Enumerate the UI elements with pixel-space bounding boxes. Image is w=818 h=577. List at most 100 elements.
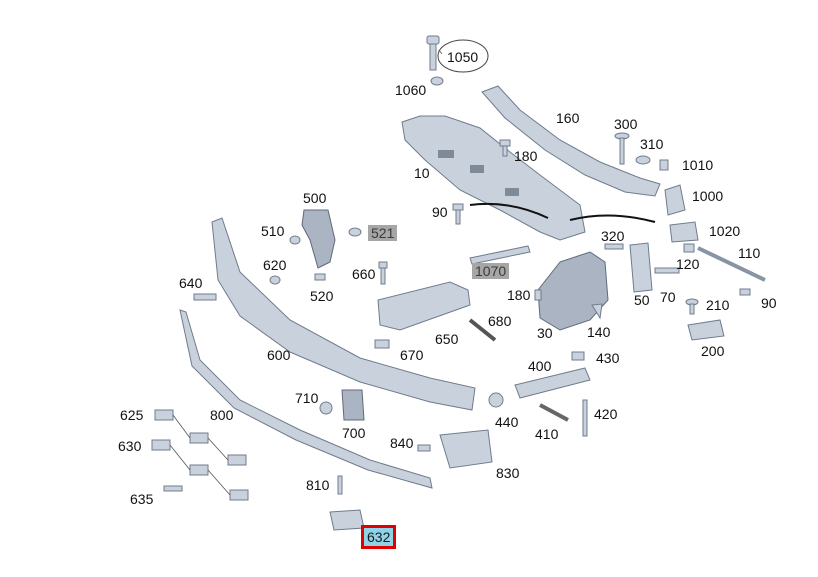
label-600[interactable]: 600 — [267, 347, 291, 363]
part-680-bolt — [468, 318, 497, 342]
arrow-right — [569, 214, 656, 223]
label-310[interactable]: 310 — [640, 136, 664, 152]
part-620-nut — [269, 275, 281, 285]
label-120[interactable]: 120 — [676, 256, 700, 272]
label-1010[interactable]: 1010 — [682, 157, 714, 173]
label-300[interactable]: 300 — [614, 116, 638, 132]
label-710[interactable]: 710 — [295, 390, 319, 406]
label-840[interactable]: 840 — [390, 435, 414, 451]
label-420[interactable]: 420 — [594, 406, 618, 422]
label-210[interactable]: 210 — [706, 297, 730, 313]
label-1070[interactable]: 1070 — [472, 263, 510, 279]
label-640[interactable]: 640 — [179, 275, 203, 291]
part-600-main-bar — [211, 217, 476, 411]
label-520[interactable]: 520 — [310, 288, 334, 304]
part-50-bracket — [629, 242, 653, 293]
label-620[interactable]: 620 — [263, 257, 287, 273]
label-680[interactable]: 680 — [488, 313, 512, 329]
part-830-bracket — [439, 429, 493, 469]
part-410-bolt — [539, 403, 569, 422]
label-200[interactable]: 200 — [701, 343, 725, 359]
part-700-bracket — [341, 389, 365, 421]
label-1060[interactable]: 1060 — [395, 82, 427, 98]
label-140[interactable]: 140 — [587, 324, 611, 340]
part-510-washer — [289, 235, 301, 245]
part-800-trim-strip — [179, 309, 433, 489]
part-110-rod — [697, 246, 766, 282]
part-1070-strip — [469, 245, 531, 265]
part-710-bolt — [319, 401, 333, 415]
label-180-b[interactable]: 180 — [507, 287, 531, 303]
label-625[interactable]: 625 — [120, 407, 144, 423]
part-521-clip — [348, 227, 362, 237]
label-632-selected[interactable]: 632 — [360, 525, 397, 549]
part-625-clips — [154, 409, 247, 466]
label-90-b[interactable]: 90 — [761, 295, 777, 311]
part-440-nut — [488, 392, 504, 408]
label-180-a[interactable]: 180 — [514, 148, 538, 164]
part-120-clip — [683, 243, 695, 253]
label-90-a[interactable]: 90 — [432, 204, 448, 220]
part-160-upper-bar — [481, 85, 661, 197]
label-400[interactable]: 400 — [528, 358, 552, 374]
label-50[interactable]: 50 — [634, 292, 650, 308]
part-1000-bracket — [664, 184, 686, 216]
label-830[interactable]: 830 — [496, 465, 520, 481]
label-700[interactable]: 700 — [342, 425, 366, 441]
label-650[interactable]: 650 — [435, 331, 459, 347]
label-410[interactable]: 410 — [535, 426, 559, 442]
part-840-bolt — [417, 444, 431, 452]
part-180-bolt — [499, 139, 511, 157]
label-800[interactable]: 800 — [210, 407, 234, 423]
part-90-bolt-b — [739, 288, 751, 296]
label-10[interactable]: 10 — [414, 165, 430, 181]
part-500-bracket — [301, 209, 336, 269]
label-430[interactable]: 430 — [596, 350, 620, 366]
part-300-bolt — [614, 132, 630, 165]
part-90-bolt-a — [452, 203, 464, 225]
label-70[interactable]: 70 — [660, 289, 676, 305]
part-640-bolt — [193, 293, 217, 301]
part-420-bolt — [582, 399, 588, 437]
label-810[interactable]: 810 — [306, 477, 330, 493]
part-1020-bracket — [669, 221, 699, 243]
label-320[interactable]: 320 — [601, 228, 625, 244]
part-310-nut — [635, 155, 651, 165]
label-160[interactable]: 160 — [556, 110, 580, 126]
part-70-bolt — [654, 267, 680, 274]
part-650-absorber — [377, 281, 471, 331]
label-670[interactable]: 670 — [400, 347, 424, 363]
part-1050-bolt — [426, 35, 489, 73]
part-400-beam — [514, 367, 591, 399]
label-30[interactable]: 30 — [537, 325, 553, 341]
arrow-left — [469, 202, 549, 219]
part-635-bolt — [163, 485, 183, 492]
part-660-bolt — [378, 261, 388, 285]
part-10-carrier — [401, 115, 586, 241]
part-200-bracket — [687, 319, 725, 341]
label-630[interactable]: 630 — [118, 438, 142, 454]
part-1010-clip — [659, 159, 669, 171]
part-632-bracket — [329, 509, 365, 531]
label-1050[interactable]: 1050 — [447, 49, 479, 65]
part-520-bolt — [314, 273, 326, 281]
label-1000[interactable]: 1000 — [692, 188, 724, 204]
part-210-bolt — [685, 298, 699, 315]
part-1060-nut — [430, 76, 444, 86]
label-110[interactable]: 110 — [738, 245, 761, 261]
part-430-clip — [571, 351, 585, 361]
part-630-clips — [151, 439, 249, 501]
part-810-bolt — [337, 475, 343, 495]
label-440[interactable]: 440 — [495, 414, 519, 430]
label-521[interactable]: 521 — [368, 225, 398, 241]
label-500[interactable]: 500 — [303, 190, 327, 206]
label-635[interactable]: 635 — [130, 491, 154, 507]
part-670-clip — [374, 339, 390, 349]
part-30-module — [537, 251, 609, 331]
label-1020[interactable]: 1020 — [709, 223, 741, 239]
part-320-bolt — [604, 243, 624, 250]
label-510[interactable]: 510 — [261, 223, 285, 239]
part-140-clip — [591, 303, 603, 320]
label-660[interactable]: 660 — [352, 266, 376, 282]
